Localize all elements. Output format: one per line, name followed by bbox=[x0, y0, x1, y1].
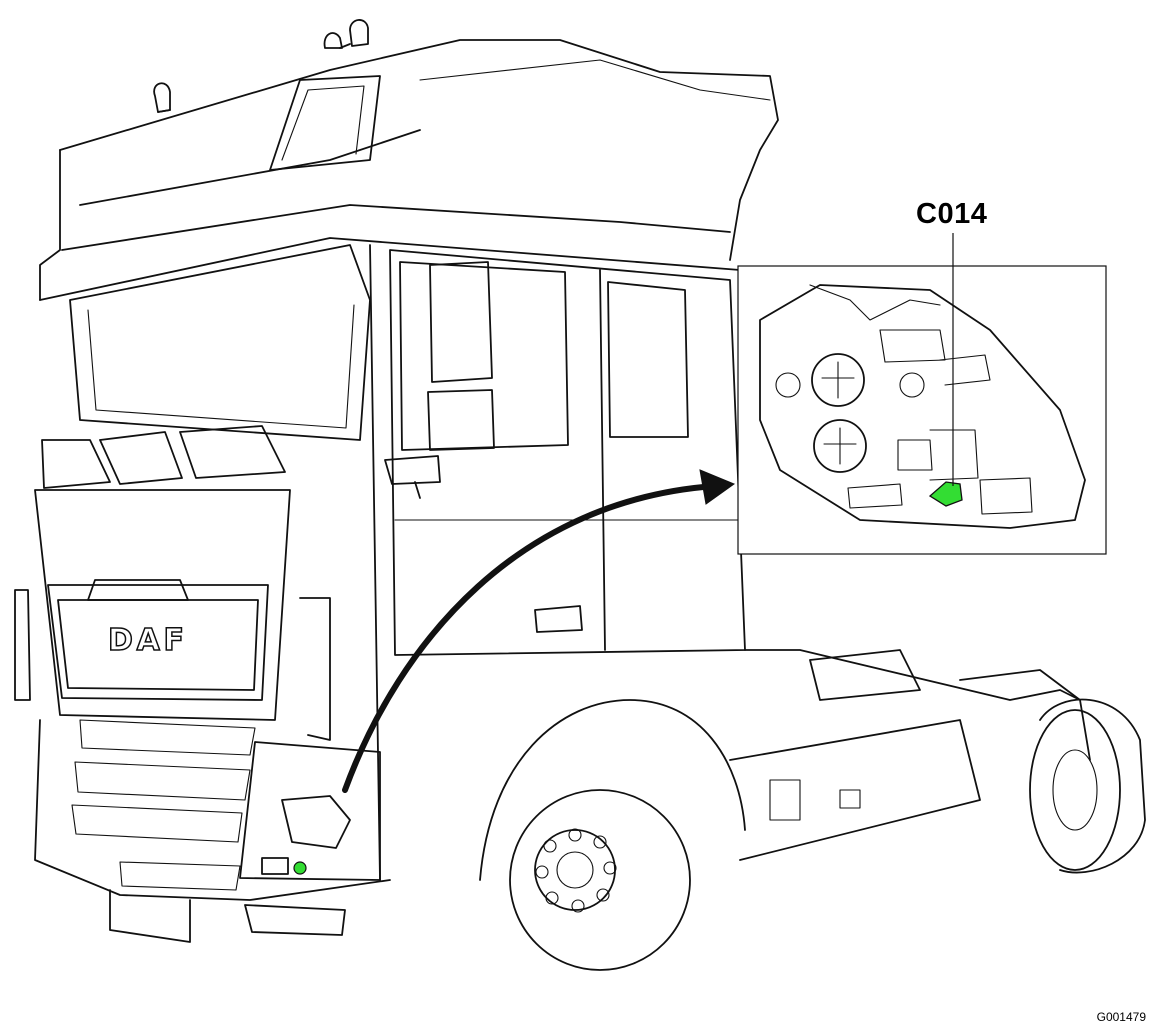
inset-detail bbox=[737, 265, 1107, 555]
headlamp-area bbox=[239, 597, 381, 936]
cab-roof bbox=[39, 39, 779, 301]
fog-lamp-highlight bbox=[293, 861, 307, 875]
rear-wheel bbox=[1029, 698, 1146, 874]
chassis bbox=[729, 649, 1091, 861]
cab-side bbox=[369, 244, 746, 881]
wheel-nuts bbox=[535, 828, 617, 913]
windscreen bbox=[69, 244, 371, 441]
connector-c014-highlight bbox=[928, 481, 963, 507]
front-wheel bbox=[479, 699, 746, 971]
roof-horns bbox=[153, 19, 369, 113]
front-grille bbox=[14, 489, 391, 943]
wiper-arms bbox=[41, 425, 286, 489]
connector-label: C014 bbox=[916, 198, 988, 230]
callout-arrow bbox=[342, 469, 736, 793]
figure-code: G001479 bbox=[1096, 1010, 1146, 1024]
daf-badge: DAF bbox=[108, 623, 184, 658]
side-mirror bbox=[384, 261, 495, 499]
inset-frame bbox=[737, 265, 1107, 555]
